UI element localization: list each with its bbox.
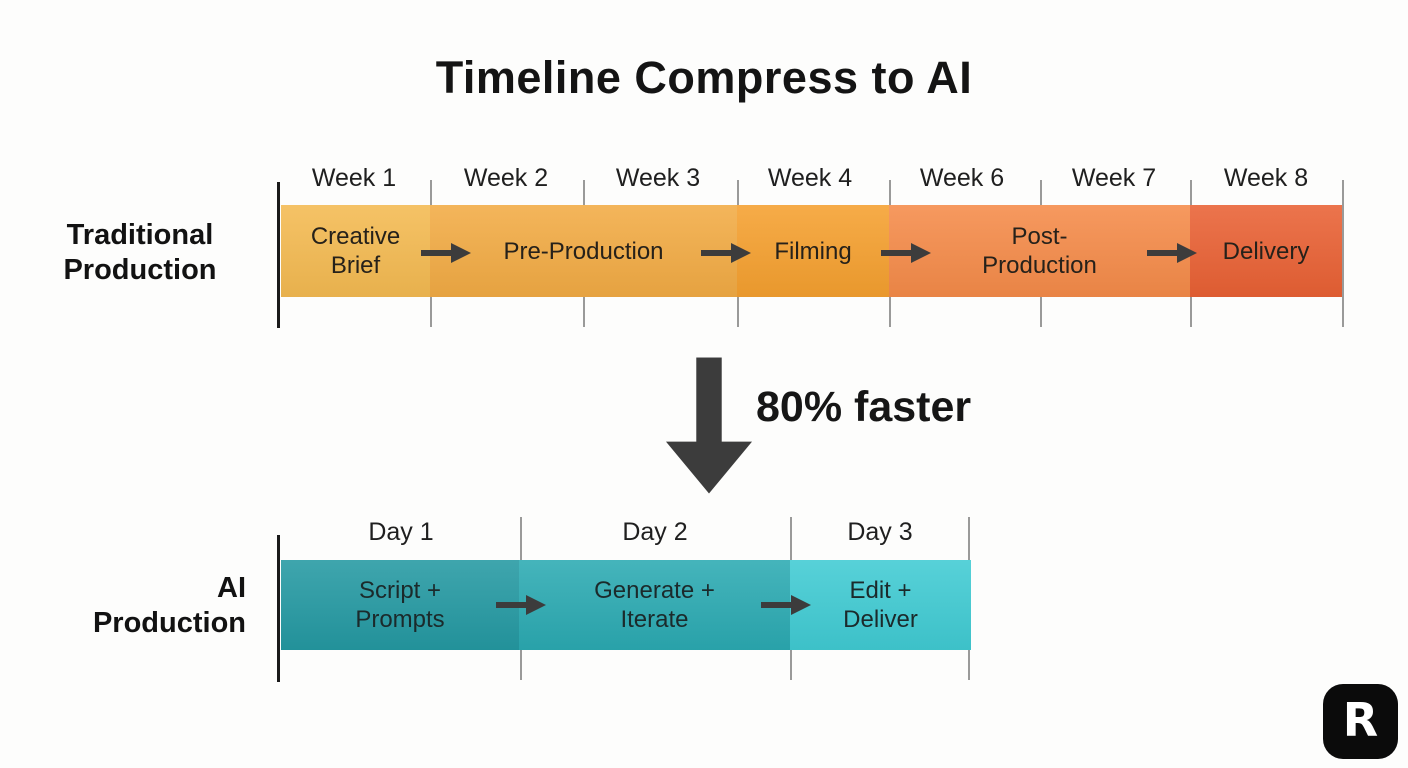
segment-label: Post-Production: [982, 223, 1097, 279]
segment-label: Pre-Production: [503, 237, 664, 265]
flow-arrow-icon: [421, 243, 471, 263]
week-label: Week 8: [1223, 163, 1309, 192]
week-label: Week 4: [767, 163, 853, 192]
segment-label: Creative Brief: [310, 223, 401, 279]
ai-axis-line: [277, 535, 280, 682]
segment-creative-brief: Creative Brief: [281, 205, 430, 297]
week-label: Week 3: [615, 163, 701, 192]
ai-row-label-line1: AI: [217, 572, 246, 604]
day-label: Day 2: [622, 518, 688, 546]
segment-edit-deliver: Edit + Deliver: [790, 560, 971, 650]
segment-label: Delivery: [1222, 237, 1310, 265]
week-label: Week 7: [1071, 163, 1157, 192]
flow-arrow-icon: [496, 595, 546, 615]
week-label-row: Week 1 Week 2 Week 3 Week 4 Week 6 Week …: [278, 161, 1342, 195]
flow-arrow-icon: [761, 595, 811, 615]
segment-label: Generate + Iterate: [594, 577, 715, 633]
traditional-row-label-line1: Traditional: [66, 219, 214, 251]
segment-delivery: Delivery: [1190, 205, 1342, 297]
week-label: Week 2: [463, 163, 549, 192]
traditional-row-label: Traditional Production: [30, 218, 250, 288]
traditional-row-label-line2: Production: [63, 254, 217, 286]
logo-r-glyph: R: [1342, 692, 1379, 747]
flow-arrow-icon: [881, 243, 931, 263]
ai-timeline-bar: Script + Prompts Generate + Iterate Edit…: [281, 560, 971, 650]
segment-filming: Filming: [737, 205, 889, 297]
segment-generate-iterate: Generate + Iterate: [519, 560, 790, 650]
segment-label: Edit + Deliver: [843, 577, 918, 633]
segment-post-production: Post-Production: [889, 205, 1190, 297]
week-label: Week 6: [919, 163, 1005, 192]
day-label: Day 1: [368, 518, 434, 546]
flow-arrow-icon: [701, 243, 751, 263]
segment-script-prompts: Script + Prompts: [281, 560, 519, 650]
ai-row-label-line2: Production: [92, 607, 246, 639]
faster-label: 80% faster: [756, 383, 972, 431]
week-tick: [1342, 180, 1344, 327]
flow-arrow-icon: [1147, 243, 1197, 263]
traditional-axis-line: [277, 182, 280, 328]
segment-label: Filming: [774, 237, 852, 265]
brand-logo: R: [1323, 684, 1398, 759]
segment-label: Script + Prompts: [355, 577, 445, 633]
ai-row-label: AI Production: [30, 571, 246, 641]
traditional-timeline-bar: Creative Brief Pre-Production Filming Po…: [281, 205, 1342, 297]
week-label: Week 1: [311, 163, 397, 192]
page-title: Timeline Compress to AI: [435, 52, 973, 103]
down-arrow-icon: [665, 357, 753, 494]
segment-pre-production: Pre-Production: [430, 205, 737, 297]
day-label: Day 3: [847, 518, 913, 546]
